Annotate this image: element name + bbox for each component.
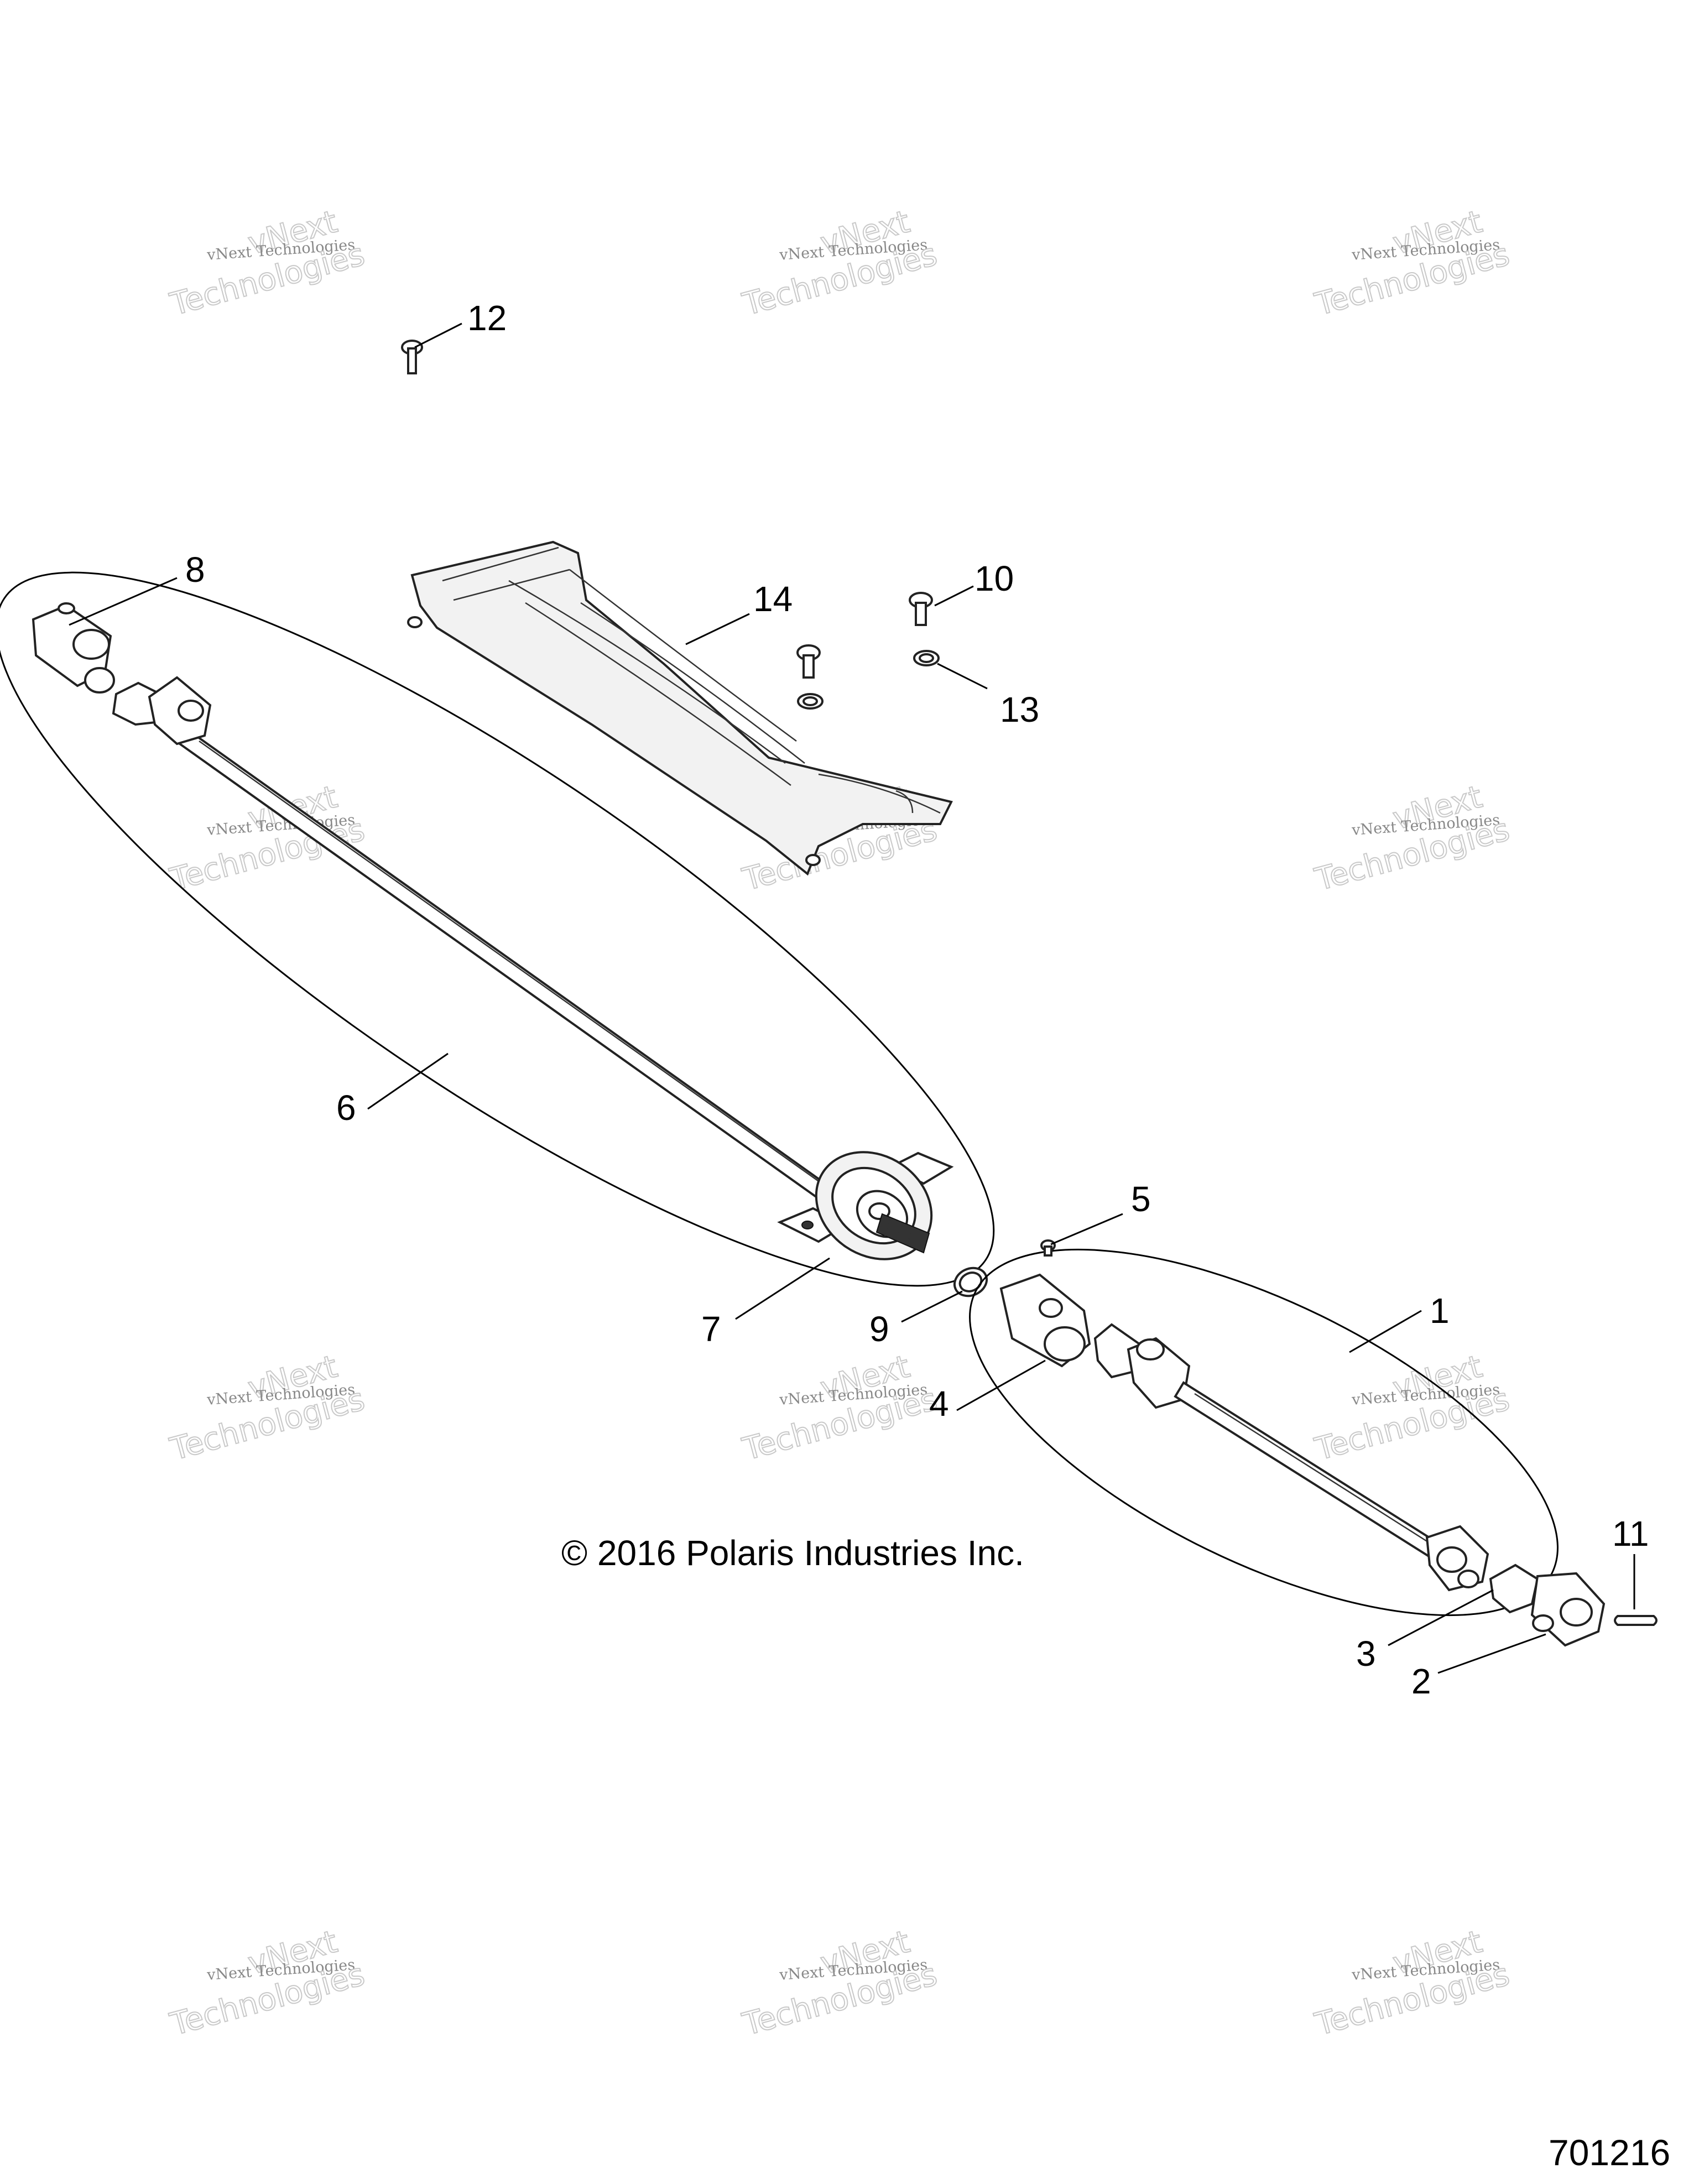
leader-5 <box>1050 1213 1123 1245</box>
bolt-12 <box>401 340 423 374</box>
leader-3 <box>1388 1589 1494 1646</box>
leader-2 <box>1437 1633 1546 1674</box>
rear-prop-shaft-assembly <box>969 1248 1606 1647</box>
watermark-lower-right: vNext vNext Technologies Technologies <box>1311 1348 1514 1468</box>
leader-7 <box>735 1257 830 1320</box>
front-driveshaft-group-outline <box>0 571 995 1287</box>
watermark-bottom-right: vNext vNext Technologies Technologies <box>1311 1923 1514 2043</box>
callout-11: 11 <box>1612 1514 1649 1554</box>
leader-14 <box>685 613 750 645</box>
leader-12 <box>414 322 462 348</box>
callout-5: 5 <box>1131 1179 1151 1219</box>
document-number: 701216 <box>1549 2132 1670 2173</box>
roll-pin <box>1614 1615 1658 1626</box>
watermark-lower-center: vNext vNext Technologies Technologies <box>738 1348 941 1468</box>
callout-10: 10 <box>974 559 1014 598</box>
leader-13 <box>937 663 988 690</box>
callout-12: 12 <box>467 298 507 338</box>
leader-9 <box>901 1290 963 1323</box>
watermark-top-right: vNext vNext Technologies Technologies <box>1311 203 1514 323</box>
leader-10 <box>934 585 974 607</box>
center-bearing <box>777 1151 954 1260</box>
callout-6: 6 <box>336 1088 356 1128</box>
bolt-guard <box>796 644 821 679</box>
watermark-top-left: vNext vNext Technologies Technologies <box>166 203 369 323</box>
leader-4 <box>956 1359 1046 1411</box>
callout-4: 4 <box>929 1384 949 1424</box>
copyright-notice: © 2016 Polaris Industries Inc. <box>561 1533 1024 1573</box>
callout-8: 8 <box>185 550 205 590</box>
callout-7: 7 <box>701 1309 721 1349</box>
callout-1: 1 <box>1430 1291 1450 1331</box>
front-driveshaft-assembly <box>0 571 995 1287</box>
leader-6 <box>367 1052 449 1110</box>
cross-bearing <box>1489 1563 1539 1614</box>
callout-14: 14 <box>753 579 793 619</box>
callout-3: 3 <box>1356 1634 1376 1674</box>
callout-2: 2 <box>1411 1661 1431 1701</box>
leader-1 <box>1349 1310 1422 1353</box>
driveshaft-guard <box>407 540 953 876</box>
grease-fitting <box>1040 1239 1056 1257</box>
callout-13: 13 <box>1000 690 1039 729</box>
bolt-10 <box>909 592 933 626</box>
watermark-bottom-center: vNext vNext Technologies Technologies <box>738 1923 941 2043</box>
rear-propshaft-group-outline <box>969 1248 1559 1617</box>
callout-9: 9 <box>869 1309 889 1349</box>
watermark-lower-left: vNext vNext Technologies Technologies <box>166 1348 369 1468</box>
leader-8 <box>69 577 178 626</box>
watermark-top-center: vNext vNext Technologies Technologies <box>738 203 941 323</box>
watermark-mid-right: vNext vNext Technologies Technologies <box>1311 778 1514 898</box>
watermark-bottom-left: vNext vNext Technologies Technologies <box>166 1923 369 2043</box>
